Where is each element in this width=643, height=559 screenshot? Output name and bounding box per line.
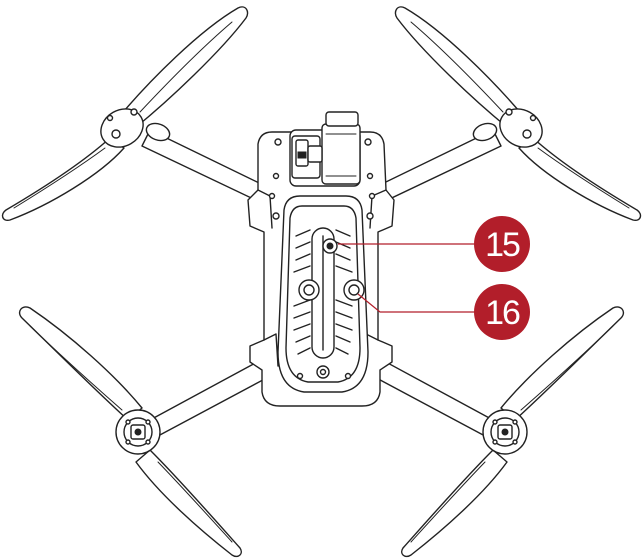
callout-16-label: 16 bbox=[485, 294, 520, 332]
callout-16: 16 bbox=[357, 284, 530, 340]
bottom-sensor-left bbox=[298, 279, 320, 301]
propeller-rear-left bbox=[18, 306, 242, 558]
propeller-rear-right bbox=[401, 306, 625, 558]
motor-rear-right bbox=[482, 409, 528, 455]
leader-line-16 bbox=[357, 293, 478, 313]
gimbal-camera bbox=[289, 111, 361, 187]
motor-rear-left bbox=[115, 409, 161, 455]
bottom-auxiliary-light bbox=[296, 365, 352, 380]
motor-front-right bbox=[472, 108, 543, 148]
bottom-center-sensor bbox=[322, 238, 338, 254]
propeller-front-left bbox=[1, 6, 249, 222]
callout-15-label: 15 bbox=[485, 226, 520, 264]
vent-grille bbox=[293, 227, 353, 359]
callout-15-badge bbox=[474, 216, 530, 272]
callout-15: 15 bbox=[338, 216, 530, 272]
callout-16-badge bbox=[474, 284, 530, 340]
propeller-front-right bbox=[394, 6, 642, 222]
motor-front-left bbox=[100, 108, 171, 148]
